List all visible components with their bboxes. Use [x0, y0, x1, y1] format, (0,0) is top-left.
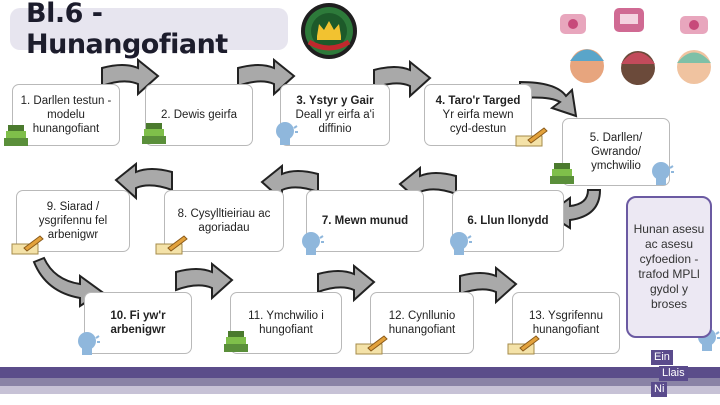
step-6-title: Llun llonydd: [480, 215, 549, 227]
logo-line-3: Ni: [651, 382, 668, 397]
logo-line-2: Llais: [659, 366, 688, 381]
step-6-heading: 6. Llun llonydd: [467, 214, 548, 228]
step-5-text: 5. Darllen/ Gwrando/ ymchwilio: [569, 131, 663, 173]
step-9-label: Siarad / ysgrifennu fel arbenigwr: [38, 201, 108, 241]
head-speaking-icon: [276, 122, 298, 145]
step-13-text: 13. Ysgrifennu hunangofiant: [519, 309, 613, 337]
step-1-label: Darllen testun - modelu hunangofiant: [32, 95, 112, 135]
step-12-number: 12.: [388, 310, 405, 322]
step-7-title: Mewn munud: [334, 215, 409, 227]
step-3-title: Ystyr y Gair: [309, 95, 374, 107]
step-3-label: Deall yr eirfa a'i diffinio: [295, 109, 375, 135]
books-icon: [4, 125, 28, 146]
step-4-title: Taro'r Targed: [448, 95, 521, 107]
step-11-label: Ymchwilio i hungofiant: [259, 310, 324, 336]
step-12-label: Cynllunio hunangofiant: [388, 310, 456, 336]
step-1-box: 1. Darllen testun - modelu hunangofiant: [12, 84, 120, 146]
paper-pencil-icon: [355, 335, 388, 355]
side-note-assessment: Hunan asesu ac asesu cyfoedion - trafod …: [626, 196, 712, 338]
people-talking-illustration: [560, 8, 711, 85]
step-3-number: 3.: [296, 95, 306, 107]
step-8-number: 8.: [177, 208, 188, 220]
step-9-text: 9. Siarad / ysgrifennu fel arbenigwr: [23, 200, 123, 242]
books-icon: [550, 163, 574, 184]
step-4-label: Yr eirfa mewn cyd-destun: [442, 109, 514, 135]
step-10-title: Fi yw'r arbenigwr: [110, 310, 166, 336]
books-icon: [224, 331, 248, 352]
step-7-box: 7. Mewn munud: [306, 190, 424, 252]
paper-pencil-icon: [507, 335, 540, 355]
step-5-box: 5. Darllen/ Gwrando/ ymchwilio: [562, 118, 670, 186]
paper-pencil-icon: [11, 235, 44, 255]
page-title: Bl.6 - Hunangofiant: [26, 0, 228, 60]
head-speaking-icon: [302, 232, 324, 255]
step-2-text: 2. Dewis geirfa: [161, 108, 237, 122]
step-5-label: Darllen/ Gwrando/ ymchwilio: [591, 132, 643, 172]
step-2-label: Dewis geirfa: [173, 109, 238, 121]
title-box: Bl.6 - Hunangofiant: [10, 0, 288, 60]
step-4-heading: 4. Taro'r Targed: [436, 94, 521, 108]
step-5-number: 5.: [589, 132, 600, 144]
school-seal-logo: [301, 3, 357, 59]
ein-llais-ni-logo: Ein Llais Ni: [651, 350, 713, 402]
step-11-number: 11.: [248, 310, 264, 322]
step-1-number: 1.: [20, 95, 31, 107]
step-9-box: 9. Siarad / ysgrifennu fel arbenigwr: [16, 190, 130, 252]
paper-pencil-icon: [155, 235, 188, 255]
head-speaking-icon: [78, 332, 100, 355]
footer-bar-dark: [0, 367, 720, 378]
step-3-heading: 3. Ystyr y Gair: [296, 94, 373, 108]
step-2-number: 2.: [160, 109, 171, 121]
step-4-box: 4. Taro'r Targed Yr eirfa mewn cyd-destu…: [424, 84, 532, 146]
logo-line-1: Ein: [651, 350, 673, 365]
footer-bar-mid: [0, 378, 720, 386]
step-8-label: Cysylltieiriau ac agoriadau: [190, 208, 271, 234]
side-note-text: Hunan asesu ac asesu cyfoedion - trafod …: [633, 222, 705, 311]
books-icon: [142, 123, 166, 144]
step-12-box: 12. Cynllunio hunangofiant: [370, 292, 474, 354]
footer-bar-light: [0, 386, 720, 394]
head-speaking-icon: [450, 232, 472, 255]
step-10-heading: 10. Fi yw'r arbenigwr: [91, 309, 185, 337]
step-10-number: 10.: [110, 310, 127, 322]
step-6-number: 6.: [467, 215, 478, 227]
step-7-heading: 7. Mewn munud: [322, 214, 408, 228]
step-8-text: 8. Cysylltieiriau ac agoriadau: [171, 207, 277, 235]
step-10-box: 10. Fi yw'r arbenigwr: [84, 292, 192, 354]
step-4-number: 4.: [435, 95, 446, 107]
step-11-box: 11. Ymchwilio i hungofiant: [230, 292, 342, 354]
head-speaking-icon: [652, 162, 674, 185]
step-9-number: 9.: [46, 201, 57, 213]
step-12-text: 12. Cynllunio hunangofiant: [377, 309, 467, 337]
paper-pencil-icon: [515, 127, 548, 147]
step-7-number: 7.: [321, 215, 332, 227]
step-11-text: 11. Ymchwilio i hungofiant: [237, 309, 335, 337]
step-13-number: 13.: [529, 310, 545, 322]
step-13-label: Ysgrifennu hunangofiant: [532, 310, 603, 336]
step-3-box: 3. Ystyr y Gair Deall yr eirfa a'i diffi…: [280, 84, 390, 146]
step-1-text: 1. Darllen testun - modelu hunangofiant: [19, 94, 113, 136]
